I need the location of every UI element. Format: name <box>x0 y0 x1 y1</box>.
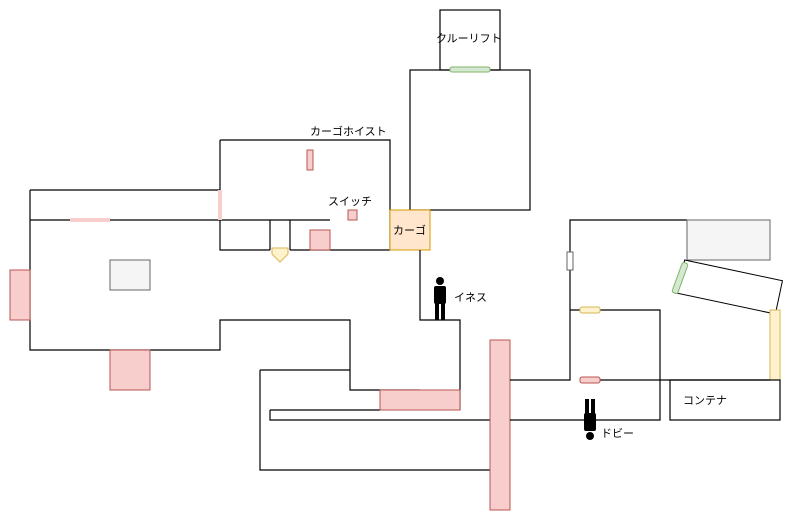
upper-room <box>409 69 531 211</box>
right-crate[interactable] <box>686 219 771 261</box>
label-dobby: ドビー <box>601 427 634 440</box>
left-hall-door-right[interactable] <box>218 190 222 220</box>
corridor-ines <box>419 250 461 410</box>
right-yellow-wall[interactable] <box>769 309 781 381</box>
switch-panel[interactable] <box>347 209 358 221</box>
left-hall-door-top[interactable] <box>70 218 110 222</box>
hoist-floor-block[interactable] <box>309 229 331 251</box>
right-rotated-crate[interactable] <box>676 259 784 315</box>
lower-loop <box>259 369 490 471</box>
label-cargo: カーゴ <box>393 223 426 237</box>
label-cargo-hoist: カーゴホイスト <box>310 124 387 138</box>
bottom-entry-block[interactable] <box>109 349 151 391</box>
person-icon[interactable] <box>584 399 596 440</box>
person-icon[interactable] <box>434 277 446 320</box>
cargo-hoist-panel[interactable] <box>306 149 314 171</box>
left-hall-crate[interactable] <box>109 259 151 291</box>
lower-wide-door[interactable] <box>379 389 461 411</box>
left-hall <box>29 189 420 391</box>
left-entry-block[interactable] <box>9 269 31 321</box>
label-container: コンテナ <box>683 394 727 407</box>
label-ines: イネス <box>454 291 487 304</box>
label-crew-lift: クルーリフト <box>436 32 502 45</box>
hoist-inner-wall <box>220 219 330 250</box>
right-yellow-door[interactable] <box>579 306 601 314</box>
arrow-down-icon[interactable] <box>271 247 289 263</box>
container-room <box>669 379 781 421</box>
cargo-block[interactable] <box>389 209 431 251</box>
crew-lift-door[interactable] <box>449 66 491 73</box>
right-red-door[interactable] <box>579 376 601 384</box>
right-white-door[interactable] <box>566 251 574 271</box>
vertical-bridge[interactable] <box>489 339 511 511</box>
right-green-door[interactable] <box>671 262 689 294</box>
label-switch: スイッチ <box>328 195 372 208</box>
